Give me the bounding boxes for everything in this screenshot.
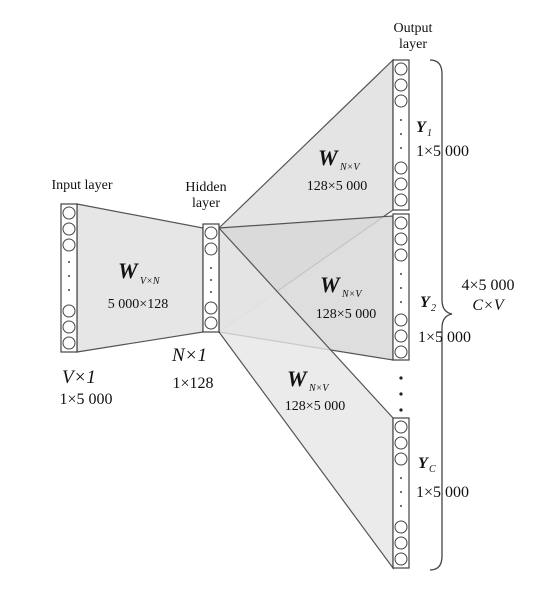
output-weight-1-symbol: W xyxy=(318,145,339,170)
output-brace xyxy=(429,59,453,571)
input-dim-sub: 1×5 000 xyxy=(59,391,112,408)
output-column-3 xyxy=(392,417,410,569)
output-2-size: 1×5 000 xyxy=(418,329,471,346)
hidden-layer-column xyxy=(202,223,220,333)
output-weight-3-symbol: W xyxy=(287,366,308,391)
input-layer-column xyxy=(60,203,78,353)
input-weight-size: 5 000×128 xyxy=(108,297,168,312)
input-dim-main: V×1 xyxy=(62,367,96,388)
input-weight-subscript: V×N xyxy=(140,276,161,287)
output-2-symbol: Y xyxy=(420,294,431,311)
output-2-subscript: 2 xyxy=(431,303,436,314)
output-weight-1-size: 128×5 000 xyxy=(307,179,367,194)
output-1-size: 1×5 000 xyxy=(416,143,469,160)
input-layer-title: Input layer xyxy=(51,178,112,193)
input-weight-symbol: W xyxy=(118,258,139,283)
total-size: 4×5 000 xyxy=(461,277,514,294)
output-3-symbol: Y xyxy=(418,455,429,472)
output-weight-1-subscript: N×V xyxy=(339,162,361,173)
output-layer-title-line2: layer xyxy=(399,37,427,52)
total-label: C×V xyxy=(472,297,505,314)
hidden-dim-sub: 1×128 xyxy=(172,375,213,392)
output-3-size: 1×5 000 xyxy=(416,484,469,501)
output-1-symbol: Y xyxy=(416,119,427,136)
output-weight-2-subscript: N×V xyxy=(341,289,363,300)
output-column-1 xyxy=(392,59,410,211)
hidden-layer-title-line1: Hidden xyxy=(185,180,226,195)
output-weight-3-subscript: N×V xyxy=(308,383,330,394)
output-column-2 xyxy=(392,213,410,361)
output-layer-title-line1: Output xyxy=(394,21,433,36)
hidden-layer-title-line2: layer xyxy=(192,196,220,211)
output-3-subscript: C xyxy=(429,464,436,475)
output-ellipsis xyxy=(399,376,403,412)
output-1-subscript: 1 xyxy=(427,128,432,139)
output-weight-2-size: 128×5 000 xyxy=(316,307,376,322)
hidden-dim-main: N×1 xyxy=(171,345,207,366)
output-weight-3-size: 128×5 000 xyxy=(285,399,345,414)
output-weight-2-symbol: W xyxy=(320,272,341,297)
